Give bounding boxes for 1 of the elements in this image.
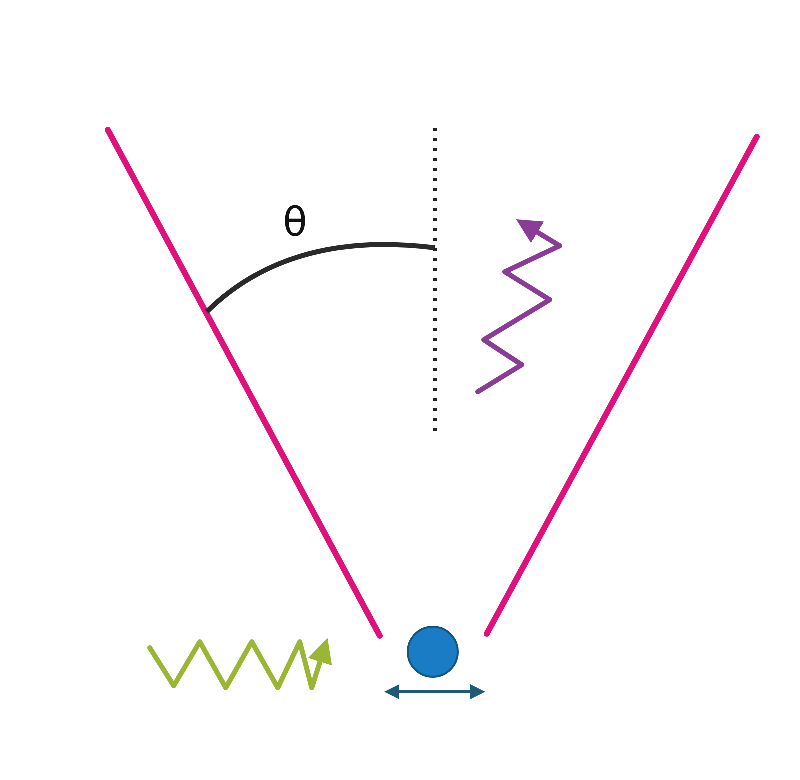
angle-label: θ: [283, 203, 308, 243]
